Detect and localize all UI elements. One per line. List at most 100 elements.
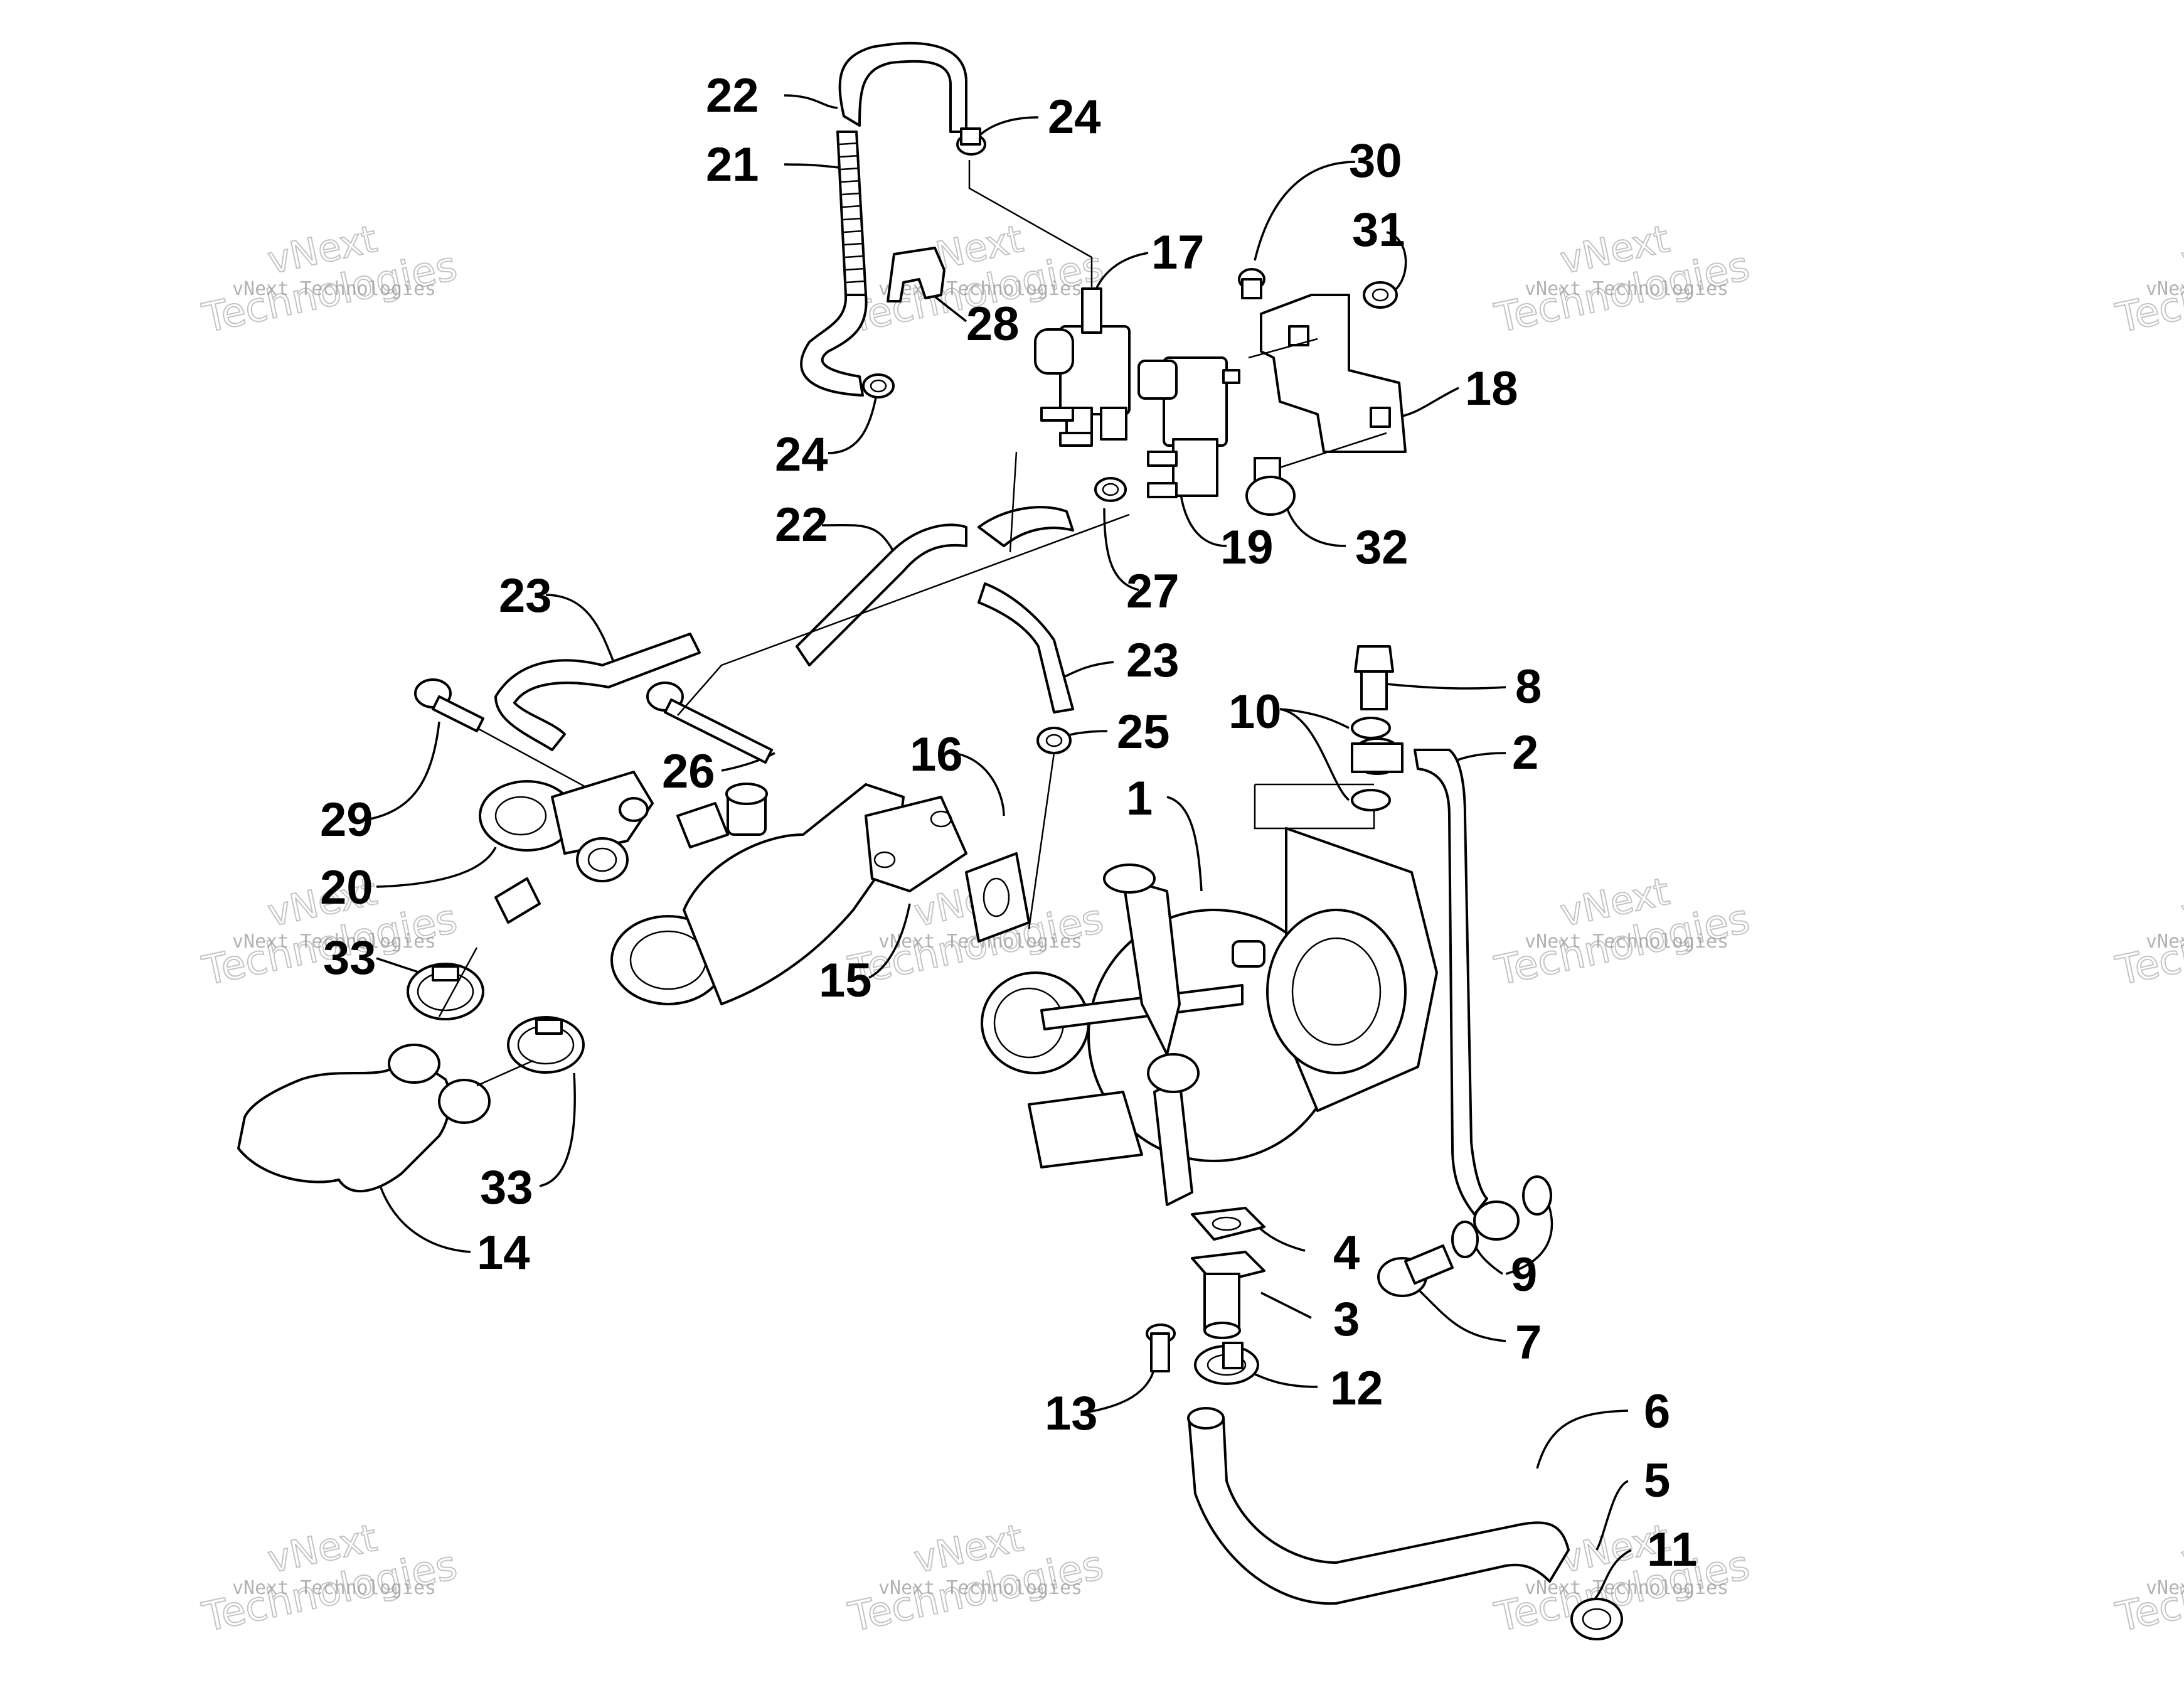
- clamp-11: [1570, 1598, 1623, 1640]
- watermark-small: vNext Technologies: [2146, 931, 2184, 953]
- callout-14: 14: [477, 1226, 530, 1280]
- hose-22-bend: [800, 294, 868, 397]
- callout-10: 10: [1228, 685, 1282, 739]
- callout-4: 4: [1333, 1226, 1360, 1280]
- callout-12: 12: [1330, 1362, 1383, 1415]
- nut-32: [1363, 281, 1398, 309]
- watermark-small: vNext Technologies: [2146, 1577, 2184, 1599]
- watermark-small: vNext Technologies: [1525, 1577, 1729, 1599]
- banjo-fitting-top: [1351, 737, 1404, 775]
- callout-24-left: 24: [775, 428, 828, 481]
- clamp-24-left: [862, 373, 895, 398]
- drain-hose-6: [1188, 1417, 1570, 1605]
- washer-10-top: [1351, 717, 1391, 739]
- hose-23-left: [494, 633, 701, 751]
- bolt-31: [1238, 268, 1265, 299]
- banjo-fitting-bottom: [1473, 1200, 1520, 1241]
- callout-11: 11: [1647, 1523, 1697, 1576]
- callout-13: 13: [1045, 1387, 1098, 1440]
- hose-22-mid: [796, 523, 967, 666]
- callout-23-right: 23: [1126, 634, 1180, 687]
- callout-16: 16: [910, 728, 963, 781]
- watermark-small: vNext Technologies: [232, 931, 436, 953]
- callout-33-bottom: 33: [480, 1161, 533, 1214]
- callout-7: 7: [1515, 1316, 1542, 1369]
- callout-20: 20: [320, 861, 373, 914]
- callout-5: 5: [1644, 1454, 1670, 1507]
- clamp-25: [1036, 727, 1072, 754]
- clamp-26: [1094, 477, 1127, 502]
- watermark-small: vNext Technologies: [232, 1577, 436, 1599]
- washer-9-left: [1451, 1221, 1479, 1258]
- callout-33-left: 33: [323, 931, 376, 985]
- watermark-small: vNext Technologies: [232, 278, 436, 300]
- callout-32: 31: [1352, 203, 1405, 257]
- callout-31: 30: [1349, 134, 1402, 188]
- callout-25: 25: [1117, 705, 1170, 759]
- solenoid-19: [1137, 356, 1240, 498]
- callout-22-top: 22: [706, 69, 759, 122]
- callout-2: 2: [1512, 726, 1538, 779]
- bolt-13: [1146, 1323, 1176, 1372]
- callout-24-top: 24: [1048, 90, 1101, 144]
- bolt-28: [414, 678, 484, 732]
- bypass-valve-20: [479, 771, 654, 924]
- bolt-29: [646, 682, 773, 764]
- watermark-small: vNext Technologies: [1525, 931, 1729, 953]
- callout-21: 21: [706, 138, 759, 191]
- watermark-small: vNext Technologies: [1525, 278, 1729, 300]
- bolt-30: [1245, 457, 1296, 516]
- callout-18: 18: [1465, 362, 1518, 415]
- parts-artwork: [237, 41, 1623, 1640]
- clamp-12: [1194, 1342, 1259, 1385]
- watermark-large-line1: vNext: [2178, 1516, 2184, 1582]
- callout-3: 3: [1333, 1293, 1360, 1346]
- gasket-4: [1191, 1207, 1265, 1241]
- washer-10-bottom: [1351, 789, 1391, 811]
- callout-6: 6: [1644, 1385, 1670, 1438]
- callout-26: 27: [1126, 565, 1180, 618]
- callout-27: 28: [966, 297, 1020, 351]
- banjo-bolt-7: [1377, 1244, 1454, 1297]
- clamp-33-left: [407, 963, 484, 1020]
- clip-27: [887, 247, 946, 302]
- banjo-bolt-8: [1354, 645, 1394, 710]
- callout-17: 17: [1151, 226, 1205, 279]
- callout-29: 26: [662, 745, 715, 798]
- turbocharger-1: [981, 827, 1438, 1206]
- hose-23-right: [977, 582, 1074, 714]
- callout-8: 8: [1515, 660, 1542, 714]
- watermark-large-line1: vNext: [2178, 870, 2184, 936]
- watermark-small: vNext Technologies: [878, 1577, 1082, 1599]
- callout-28: 29: [320, 793, 373, 847]
- callout-19: 19: [1220, 521, 1274, 574]
- hose-22-top: [838, 41, 967, 133]
- callout-22-mid: 22: [775, 498, 828, 552]
- drain-fitting-3: [1191, 1251, 1265, 1339]
- watermark-small: vNext Technologies: [2146, 278, 2184, 300]
- callout-labels: 22 21 24 30 31 17 28 18 24 22 19 32 23 2…: [320, 69, 1697, 1576]
- clamp-24-top: [956, 127, 986, 156]
- washer-9-right: [1522, 1175, 1552, 1216]
- solenoid-17: [1034, 287, 1131, 447]
- callout-23-left: 23: [499, 569, 552, 623]
- clamp-33-right: [507, 1016, 585, 1074]
- callout-15: 15: [819, 954, 872, 1007]
- outlet-housing-15: [610, 783, 967, 1005]
- callout-9: 9: [1511, 1248, 1537, 1302]
- watermark-large-line1: vNext: [2178, 217, 2184, 283]
- gasket-16: [965, 852, 1030, 943]
- bracket-18: [1260, 294, 1407, 453]
- callout-1: 1: [1126, 772, 1153, 825]
- callout-30: 32: [1355, 521, 1409, 574]
